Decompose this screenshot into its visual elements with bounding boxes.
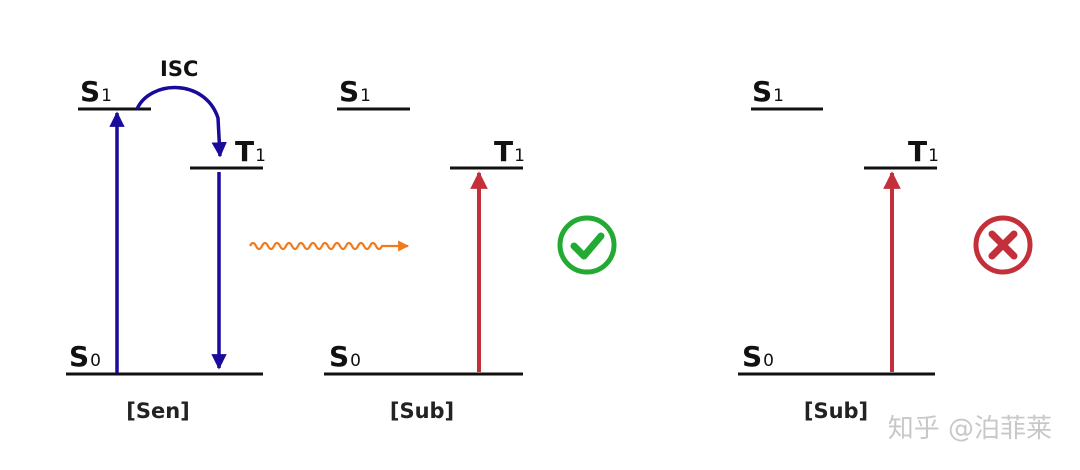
check-circle-icon xyxy=(557,215,617,275)
energy-transfer-arrow xyxy=(249,240,410,252)
sub-bad-t1-label: T1 xyxy=(908,135,939,168)
sen-isc-arrow xyxy=(135,85,227,158)
sen-s1-label: S1 xyxy=(80,75,112,108)
sen-t1-label: T1 xyxy=(235,135,266,168)
sub-bad-s0-label: S0 xyxy=(742,340,774,373)
sub-ok-caption: [Sub] xyxy=(390,399,454,423)
watermark: 知乎 @泊菲莱 xyxy=(888,414,1052,444)
substrate-bad-panel: S1 T1 S0 [Sub] xyxy=(738,75,939,423)
substrate-ok-panel: S1 T1 S0 [Sub] xyxy=(324,75,525,423)
sen-caption: [Sen] xyxy=(126,399,190,423)
sub-ok-s0-label: S0 xyxy=(329,340,361,373)
sub-bad-s1-label: S1 xyxy=(752,75,784,108)
cross-circle-icon xyxy=(973,215,1033,275)
sensitizer-panel: ISC S1 T1 S0 [Sen] xyxy=(66,57,266,423)
sen-isc-label: ISC xyxy=(160,57,198,81)
sub-bad-caption: [Sub] xyxy=(804,399,868,423)
sub-ok-s1-label: S1 xyxy=(339,75,371,108)
sub-ok-t1-label: T1 xyxy=(494,135,525,168)
sen-s0-label: S0 xyxy=(69,340,101,373)
